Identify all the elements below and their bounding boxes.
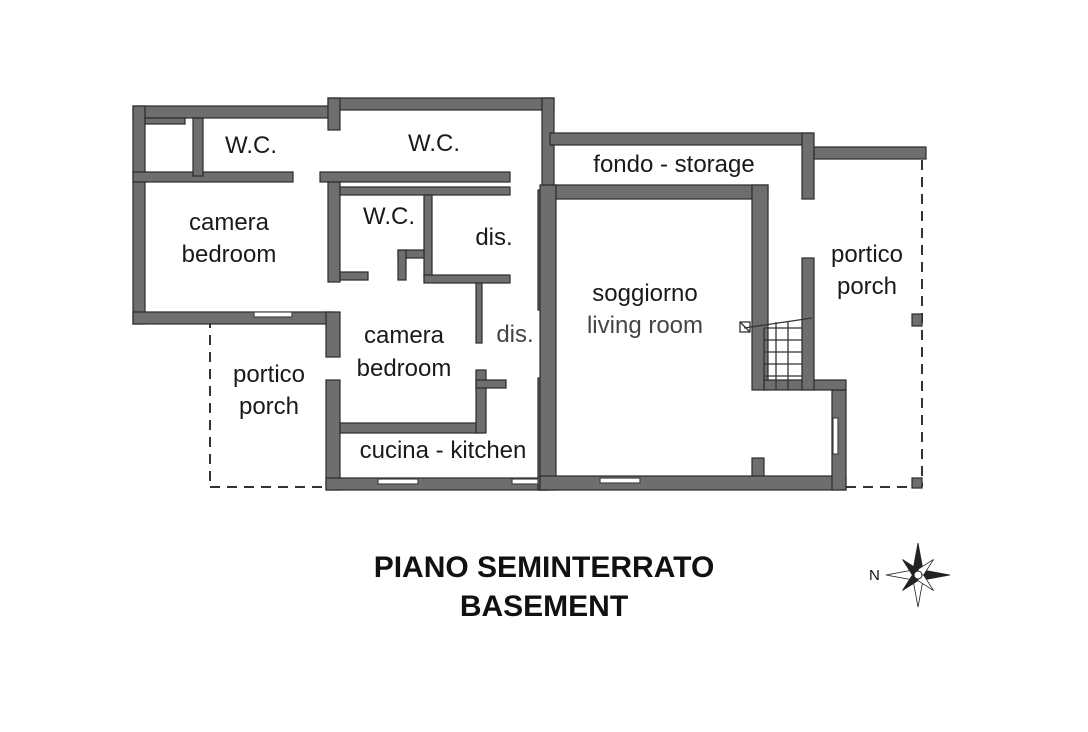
windows xyxy=(253,311,839,485)
wc-label-1: W.C. xyxy=(225,132,277,159)
porch-left-label-it: portico xyxy=(233,361,305,388)
plan-title-line1: PIANO SEMINTERRATO xyxy=(374,551,715,584)
bedroom-1-label-en: bedroom xyxy=(182,241,277,268)
bedroom-2-label-it: camera xyxy=(364,322,445,349)
wc-label-3: W.C. xyxy=(363,203,415,230)
compass-north-label: N xyxy=(869,567,880,584)
living-room-label-it: soggiorno xyxy=(592,280,697,307)
living-room-label-en: living room xyxy=(587,312,703,339)
kitchen-label: cucina - kitchen xyxy=(360,437,527,464)
storage-label: fondo - storage xyxy=(593,151,754,178)
porch-outline-left xyxy=(209,318,330,488)
porch-right-label-it: portico xyxy=(831,241,903,268)
bedroom-2-label-en: bedroom xyxy=(357,355,452,382)
wc-label-2: W.C. xyxy=(408,130,460,157)
walls xyxy=(132,97,927,491)
plan-title-line2: BASEMENT xyxy=(460,590,628,623)
compass-icon xyxy=(885,542,951,608)
porch-left-label-en: porch xyxy=(239,393,299,420)
bedroom-1-label-it: camera xyxy=(189,209,270,236)
staircase xyxy=(739,317,813,390)
porch-right-label-en: porch xyxy=(837,273,897,300)
hallway-label-1: dis. xyxy=(475,224,512,251)
hallway-label-2: dis. xyxy=(496,321,533,348)
